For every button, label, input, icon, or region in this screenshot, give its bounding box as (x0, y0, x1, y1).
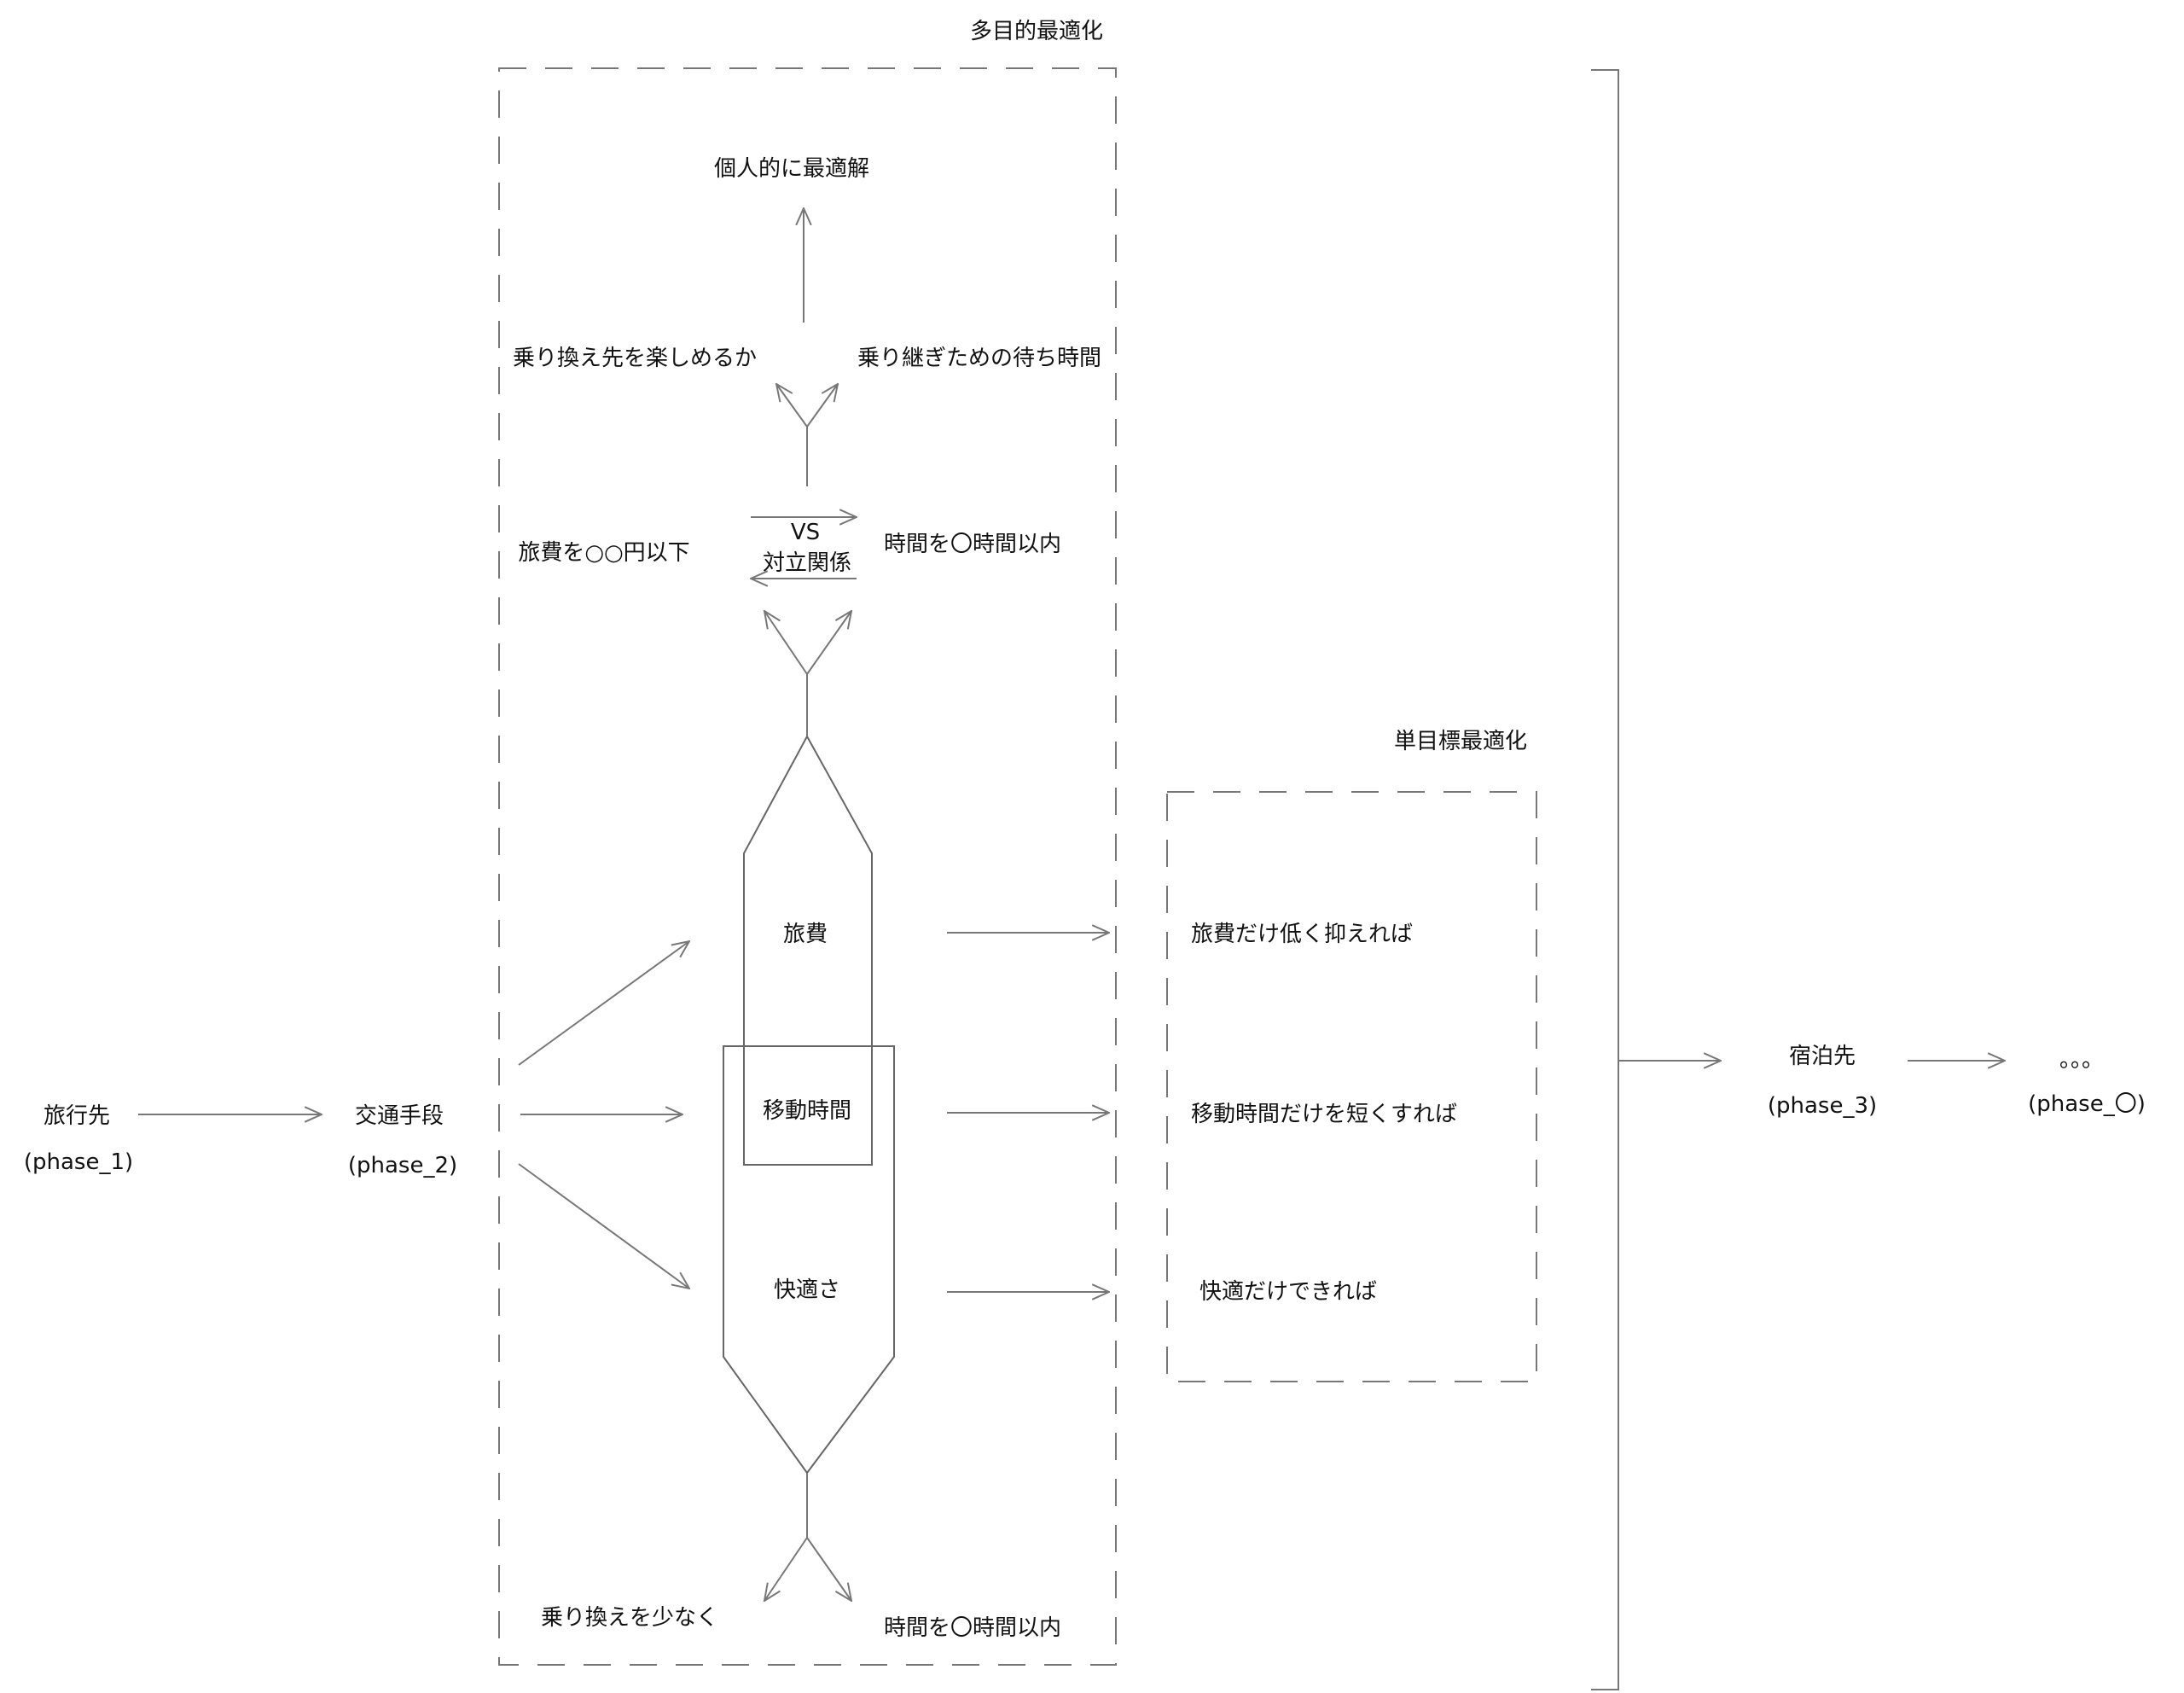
time-limit-bottom-label: 時間を〇時間以内 (884, 1615, 1061, 1641)
wait-time-label: 乗り継ぎための待ち時間 (857, 346, 1101, 371)
single-objective-heading: 単目標最適化 (1394, 729, 1527, 754)
branch-to-time-limit-bottom (806, 1537, 851, 1601)
single-time-only: 移動時間だけを短くすれば (1191, 1102, 1457, 1127)
branch-to-wait-time (806, 384, 838, 428)
multi-objective-frame (498, 67, 1117, 1666)
phase3-code: (phase_3) (1768, 1093, 1877, 1119)
branch-to-cost-limit (764, 611, 808, 675)
phase1-label: 旅行先 (44, 1103, 110, 1129)
travel-time-box (743, 1045, 873, 1166)
conflict-label: 対立関係 (763, 550, 851, 576)
phase-n-ellipsis: 。。。 (2059, 1047, 2104, 1073)
phase2-code: (phase_2) (348, 1153, 457, 1178)
single-objective-frame (1166, 791, 1537, 1382)
branch-to-transfer-enjoy (776, 384, 808, 428)
arrow-to-cost (518, 941, 689, 1066)
single-cost-only: 旅費だけ低く抑えれば (1191, 922, 1413, 947)
cost-limit-label: 旅費を○○円以下 (518, 540, 689, 566)
phase1-code: (phase_1) (24, 1149, 133, 1175)
branch-to-fewer-transfers (764, 1537, 808, 1601)
criterion-cost: 旅費 (783, 922, 828, 947)
time-limit-label: 時間を〇時間以内 (884, 532, 1061, 557)
criterion-travel-time: 移動時間 (763, 1098, 851, 1124)
single-comfort-only: 快適だけできれば (1199, 1279, 1377, 1305)
phase3-label: 宿泊先 (1789, 1044, 1856, 1069)
fewer-transfers-label: 乗り換えを少なく (541, 1605, 718, 1631)
multi-objective-heading: 多目的最適化 (970, 19, 1103, 44)
phase2-label: 交通手段 (355, 1103, 444, 1129)
optimum-label: 個人的に最適解 (714, 156, 869, 182)
transfer-enjoy-label: 乗り換え先を楽しめるか (513, 346, 757, 371)
vs-label: VS (791, 520, 820, 545)
branch-to-time-limit (806, 611, 851, 675)
phase-n-code: (phase_〇) (2028, 1091, 2146, 1117)
arrow-to-comfort (518, 1163, 689, 1289)
phase2-bracket (1591, 69, 1619, 1690)
criterion-comfort: 快適さ (774, 1277, 840, 1303)
